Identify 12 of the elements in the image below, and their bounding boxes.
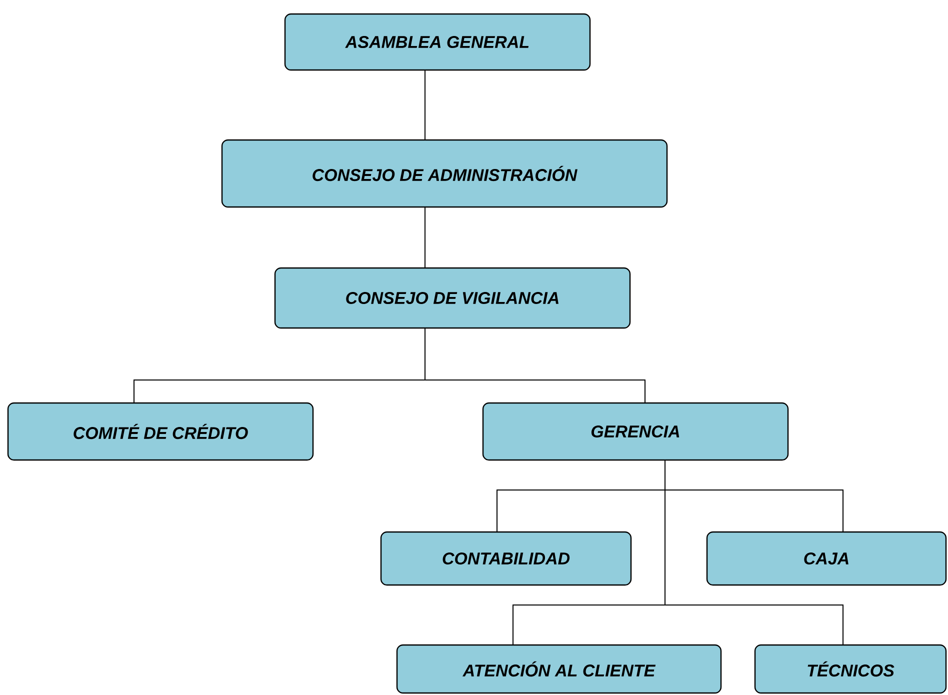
org-box: COMITÉ DE CRÉDITO (7, 402, 314, 461)
connector-line (424, 328, 646, 404)
org-box: CONSEJO DE VIGILANCIA (274, 267, 631, 329)
org-box: TÉCNICOS (754, 644, 947, 694)
org-box: CAJA (706, 531, 947, 586)
org-box: CONSEJO DE ADMINISTRACIÓN (221, 139, 668, 208)
connector-line (424, 206, 426, 268)
org-box: ASAMBLEA GENERAL (284, 13, 591, 71)
org-box: ATENCIÓN AL CLIENTE (396, 644, 722, 694)
org-box: CONTABILIDAD (380, 531, 632, 586)
connector-line (424, 70, 426, 140)
org-box: GERENCIA (482, 402, 789, 461)
